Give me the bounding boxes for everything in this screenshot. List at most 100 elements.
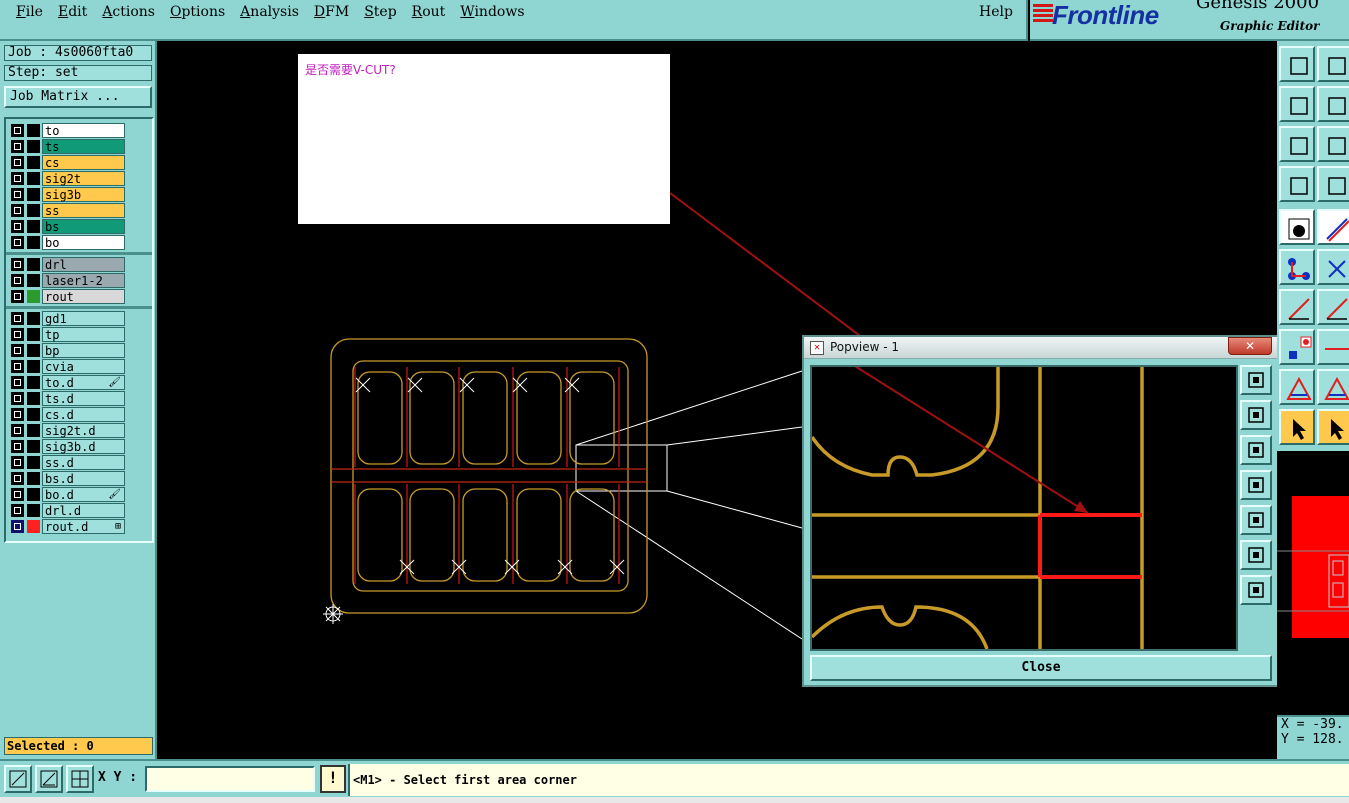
menu-dfm[interactable]: DFM bbox=[313, 4, 350, 20]
popview-window[interactable]: ✕ Popview - 1 ✕ Close bbox=[802, 335, 1279, 687]
move-right-button[interactable] bbox=[1317, 86, 1349, 122]
layer-color-swatch[interactable] bbox=[27, 220, 40, 233]
layer-checkbox[interactable] bbox=[11, 392, 24, 405]
layer-color-swatch[interactable] bbox=[27, 124, 40, 137]
layer-color-swatch[interactable] bbox=[27, 344, 40, 357]
layer-row-bs[interactable]: bs bbox=[9, 219, 125, 234]
layer-name[interactable]: ts bbox=[42, 139, 125, 154]
layer-name[interactable]: ts.d bbox=[42, 391, 125, 406]
layer-name[interactable]: ss.d bbox=[42, 455, 125, 470]
layer-color-swatch[interactable] bbox=[27, 274, 40, 287]
layer-row-cs[interactable]: cs bbox=[9, 155, 125, 170]
layer-row-sig3b.d[interactable]: sig3b.d bbox=[9, 439, 125, 454]
layer-checkbox[interactable] bbox=[11, 408, 24, 421]
layer-color-swatch[interactable] bbox=[27, 488, 40, 501]
pointer2-button[interactable] bbox=[1317, 409, 1349, 445]
layer-checkbox[interactable] bbox=[11, 156, 24, 169]
fit-button[interactable] bbox=[1279, 126, 1315, 162]
layer-row-ts[interactable]: ts bbox=[9, 139, 125, 154]
layer-color-swatch[interactable] bbox=[27, 188, 40, 201]
layer-row-sig2t.d[interactable]: sig2t.d bbox=[9, 423, 125, 438]
layer-row-laser1-2[interactable]: laser1-2 bbox=[9, 273, 125, 288]
layer-color-swatch[interactable] bbox=[27, 408, 40, 421]
xy-input[interactable] bbox=[145, 766, 315, 792]
layer-up-button[interactable] bbox=[1279, 46, 1315, 82]
pan-up-button[interactable] bbox=[1240, 400, 1272, 430]
angle-button[interactable] bbox=[1279, 289, 1315, 325]
menu-rout[interactable]: Rout bbox=[411, 4, 446, 20]
layer-row-drl[interactable]: drl bbox=[9, 257, 125, 272]
options-button[interactable] bbox=[1279, 166, 1315, 202]
net-button[interactable] bbox=[1279, 249, 1315, 285]
layer-color-swatch[interactable] bbox=[27, 504, 40, 517]
layer-name[interactable]: tp bbox=[42, 327, 125, 342]
layer-name[interactable]: sig2t.d bbox=[42, 423, 125, 438]
layer-row-cvia[interactable]: cvia bbox=[9, 359, 125, 374]
layer-row-to.d[interactable]: to.d🖌 bbox=[9, 375, 125, 390]
layer-row-bs.d[interactable]: bs.d bbox=[9, 471, 125, 486]
layer-name[interactable]: drl.d bbox=[42, 503, 125, 518]
pointer-button[interactable] bbox=[1279, 409, 1315, 445]
layer-checkbox[interactable] bbox=[11, 204, 24, 217]
layer-name[interactable]: bo bbox=[42, 235, 125, 250]
layer-checkbox[interactable] bbox=[11, 472, 24, 485]
layer-name[interactable]: bs.d bbox=[42, 471, 125, 486]
layer-checkbox[interactable] bbox=[11, 360, 24, 373]
menu-step[interactable]: Step bbox=[364, 4, 397, 20]
layer-name[interactable]: rout bbox=[42, 289, 125, 304]
layer-checkbox[interactable] bbox=[11, 328, 24, 341]
zoom-fit-button[interactable] bbox=[1240, 365, 1272, 395]
layer-color-swatch[interactable] bbox=[27, 140, 40, 153]
layer-checkbox[interactable] bbox=[11, 520, 24, 533]
layer-checkbox[interactable] bbox=[11, 456, 24, 469]
menu-analysis[interactable]: Analysis bbox=[240, 4, 299, 20]
menu-actions[interactable]: Actions bbox=[102, 4, 155, 20]
measure-button[interactable] bbox=[35, 765, 63, 793]
layer-color-swatch[interactable] bbox=[27, 456, 40, 469]
layer-row-sig2t[interactable]: sig2t bbox=[9, 171, 125, 186]
dash-button[interactable] bbox=[1317, 329, 1349, 365]
pan-left-button[interactable] bbox=[1240, 470, 1272, 500]
layer-row-ss.d[interactable]: ss.d bbox=[9, 455, 125, 470]
layer-row-ts.d[interactable]: ts.d bbox=[9, 391, 125, 406]
angle2-button[interactable] bbox=[1317, 289, 1349, 325]
menu-edit[interactable]: Edit bbox=[57, 4, 88, 20]
popview-close-button[interactable]: Close bbox=[810, 655, 1272, 681]
layer-color-swatch[interactable] bbox=[27, 172, 40, 185]
pad-button[interactable] bbox=[1279, 329, 1315, 365]
layer-name[interactable]: bs bbox=[42, 219, 125, 234]
layer-checkbox[interactable] bbox=[11, 290, 24, 303]
layer-color-swatch[interactable] bbox=[27, 204, 40, 217]
layer-name[interactable]: laser1-2 bbox=[42, 273, 125, 288]
window-close-button[interactable]: ✕ bbox=[1228, 337, 1272, 355]
menu-file[interactable]: File bbox=[16, 4, 43, 20]
zoom-area-button[interactable] bbox=[4, 765, 32, 793]
layer-row-rout.d[interactable]: rout.d⊞ bbox=[9, 519, 125, 534]
menu-options[interactable]: Options bbox=[169, 4, 226, 20]
layer-name[interactable]: bp bbox=[42, 343, 125, 358]
layer-name[interactable]: to.d🖌 bbox=[42, 375, 125, 390]
pan-down-button[interactable] bbox=[1240, 435, 1272, 465]
layer-checkbox[interactable] bbox=[11, 440, 24, 453]
layer-row-tp[interactable]: tp bbox=[9, 327, 125, 342]
layer-name[interactable]: ss bbox=[42, 203, 125, 218]
line-tool-button[interactable] bbox=[1317, 209, 1349, 245]
layer-name[interactable]: sig2t bbox=[42, 171, 125, 186]
center-button[interactable] bbox=[1317, 126, 1349, 162]
zoom-out-button[interactable] bbox=[1240, 575, 1272, 605]
layer-checkbox[interactable] bbox=[11, 220, 24, 233]
popview-titlebar[interactable]: ✕ Popview - 1 ✕ bbox=[804, 337, 1277, 359]
zoom-in-button[interactable] bbox=[1240, 540, 1272, 570]
popview-zoom-view[interactable] bbox=[810, 338, 1238, 651]
layer-name[interactable]: sig3b.d bbox=[42, 439, 125, 454]
select-point-button[interactable] bbox=[1279, 209, 1315, 245]
layer-color-swatch[interactable] bbox=[27, 392, 40, 405]
layer-checkbox[interactable] bbox=[11, 172, 24, 185]
layer-checkbox[interactable] bbox=[11, 504, 24, 517]
layer-row-cs.d[interactable]: cs.d bbox=[9, 407, 125, 422]
triangle-button[interactable] bbox=[1279, 369, 1315, 405]
layer-name[interactable]: bo.d🖌 bbox=[42, 487, 125, 502]
layer-color-swatch[interactable] bbox=[27, 290, 40, 303]
layer-row-rout[interactable]: rout bbox=[9, 289, 125, 304]
layer-checkbox[interactable] bbox=[11, 188, 24, 201]
